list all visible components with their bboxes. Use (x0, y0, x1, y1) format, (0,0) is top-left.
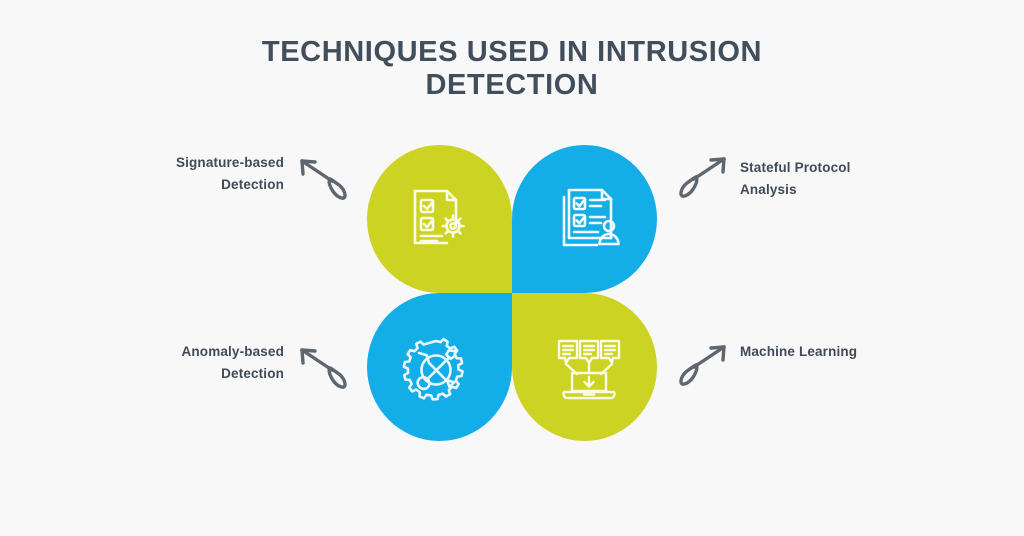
label-line-2: Analysis (740, 182, 797, 198)
label-signature-based-detection: Signature-based Detection (176, 152, 284, 197)
quadrant-anomaly-based-detection[interactable] (367, 293, 512, 441)
curved-arrow-up-left-icon (296, 341, 358, 393)
data-cards-laptop-download-icon (553, 334, 625, 406)
label-line-2: Detection (221, 366, 284, 382)
page-title: TECHNIQUES USED IN INTRUSION DETECTION (0, 36, 1024, 103)
quadrant-machine-learning[interactable] (512, 293, 657, 441)
page-title-line-2: DETECTION (425, 69, 599, 102)
gear-wrench-screwdriver-icon (400, 334, 472, 406)
checklist-document-person-icon (553, 181, 625, 253)
curved-arrow-up-left-icon (296, 152, 358, 204)
label-line-1: Anomaly-based (181, 344, 284, 359)
quadrant-stateful-protocol-analysis[interactable] (512, 145, 657, 293)
curved-arrow-up-right-icon (668, 150, 730, 202)
label-line-1: Signature-based (175, 155, 284, 170)
label-machine-learning: Machine Learning (740, 341, 857, 363)
label-anomaly-based-detection: Anomaly-based Detection (182, 341, 284, 386)
label-line-1: Stateful Protocol (740, 160, 851, 175)
label-line-2: Detection (221, 177, 284, 193)
quadrant-signature-based-detection[interactable] (367, 145, 512, 293)
page-title-line-1: TECHNIQUES USED IN INTRUSION (261, 36, 763, 68)
curved-arrow-up-right-icon (668, 338, 730, 390)
document-checklist-gear-icon (401, 181, 473, 253)
label-line-1: Machine Learning (740, 344, 858, 359)
technique-quadrant-wheel (367, 145, 657, 441)
label-stateful-protocol-analysis: Stateful Protocol Analysis (740, 157, 851, 202)
